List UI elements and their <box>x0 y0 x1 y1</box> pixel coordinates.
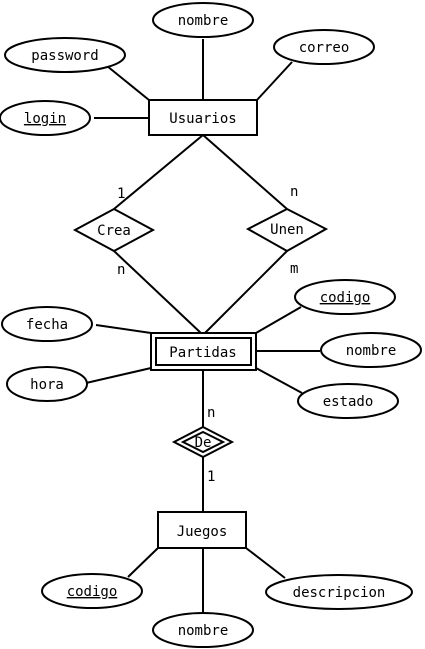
attribute-partidas-hora-label: hora <box>30 377 64 393</box>
attribute-partidas-codigo-key: codigo <box>294 279 396 315</box>
entity-usuarios-label: Usuarios <box>169 111 236 127</box>
attribute-usuarios-password-label: password <box>31 48 98 64</box>
attribute-partidas-fecha: fecha <box>1 306 93 342</box>
relationship-unen-label: Unen <box>270 222 304 238</box>
cardinality-unen-usuarios: n <box>290 184 298 200</box>
attribute-partidas-fecha-label: fecha <box>26 317 68 333</box>
relationship-unen: Unen <box>245 207 329 253</box>
attribute-juegos-descripcion-label: descripcion <box>293 585 386 601</box>
attribute-partidas-codigo-label: codigo <box>320 290 371 306</box>
attribute-juegos-codigo-label: codigo <box>67 584 118 600</box>
attribute-usuarios-login-label: login <box>24 111 66 127</box>
entity-juegos: Juegos <box>157 511 247 549</box>
relationship-crea: Crea <box>72 207 156 253</box>
entity-juegos-label: Juegos <box>177 524 228 540</box>
cardinality-crea-usuarios: 1 <box>117 186 125 202</box>
relationship-de: De <box>171 425 235 459</box>
cardinality-de-juegos: 1 <box>207 469 215 485</box>
attribute-juegos-nombre-label: nombre <box>178 623 229 639</box>
relationship-crea-label: Crea <box>97 223 131 239</box>
attribute-partidas-nombre: nombre <box>320 332 422 368</box>
attribute-partidas-nombre-label: nombre <box>346 343 397 359</box>
entity-partidas: Partidas <box>150 332 257 371</box>
attribute-usuarios-nombre-label: nombre <box>178 13 229 29</box>
cardinality-de-partidas: n <box>207 405 215 421</box>
relationship-de-label: De <box>195 435 212 451</box>
attribute-partidas-estado: estado <box>297 383 399 419</box>
attribute-usuarios-nombre: nombre <box>152 2 254 38</box>
attribute-usuarios-login-key: login <box>0 100 91 136</box>
entity-usuarios: Usuarios <box>148 99 258 136</box>
cardinality-crea-partidas: n <box>117 262 125 278</box>
attribute-partidas-estado-label: estado <box>323 394 374 410</box>
attribute-usuarios-correo-label: correo <box>299 40 350 56</box>
connectors <box>85 39 320 613</box>
attribute-partidas-hora: hora <box>6 366 88 402</box>
attribute-juegos-descripcion: descripcion <box>265 574 413 610</box>
attribute-juegos-codigo-key: codigo <box>41 573 143 609</box>
entity-partidas-label: Partidas <box>169 345 236 361</box>
attribute-usuarios-correo: correo <box>273 29 375 65</box>
attribute-juegos-nombre: nombre <box>152 612 254 648</box>
cardinality-unen-partidas: m <box>290 261 298 277</box>
attribute-usuarios-password: password <box>4 37 126 73</box>
